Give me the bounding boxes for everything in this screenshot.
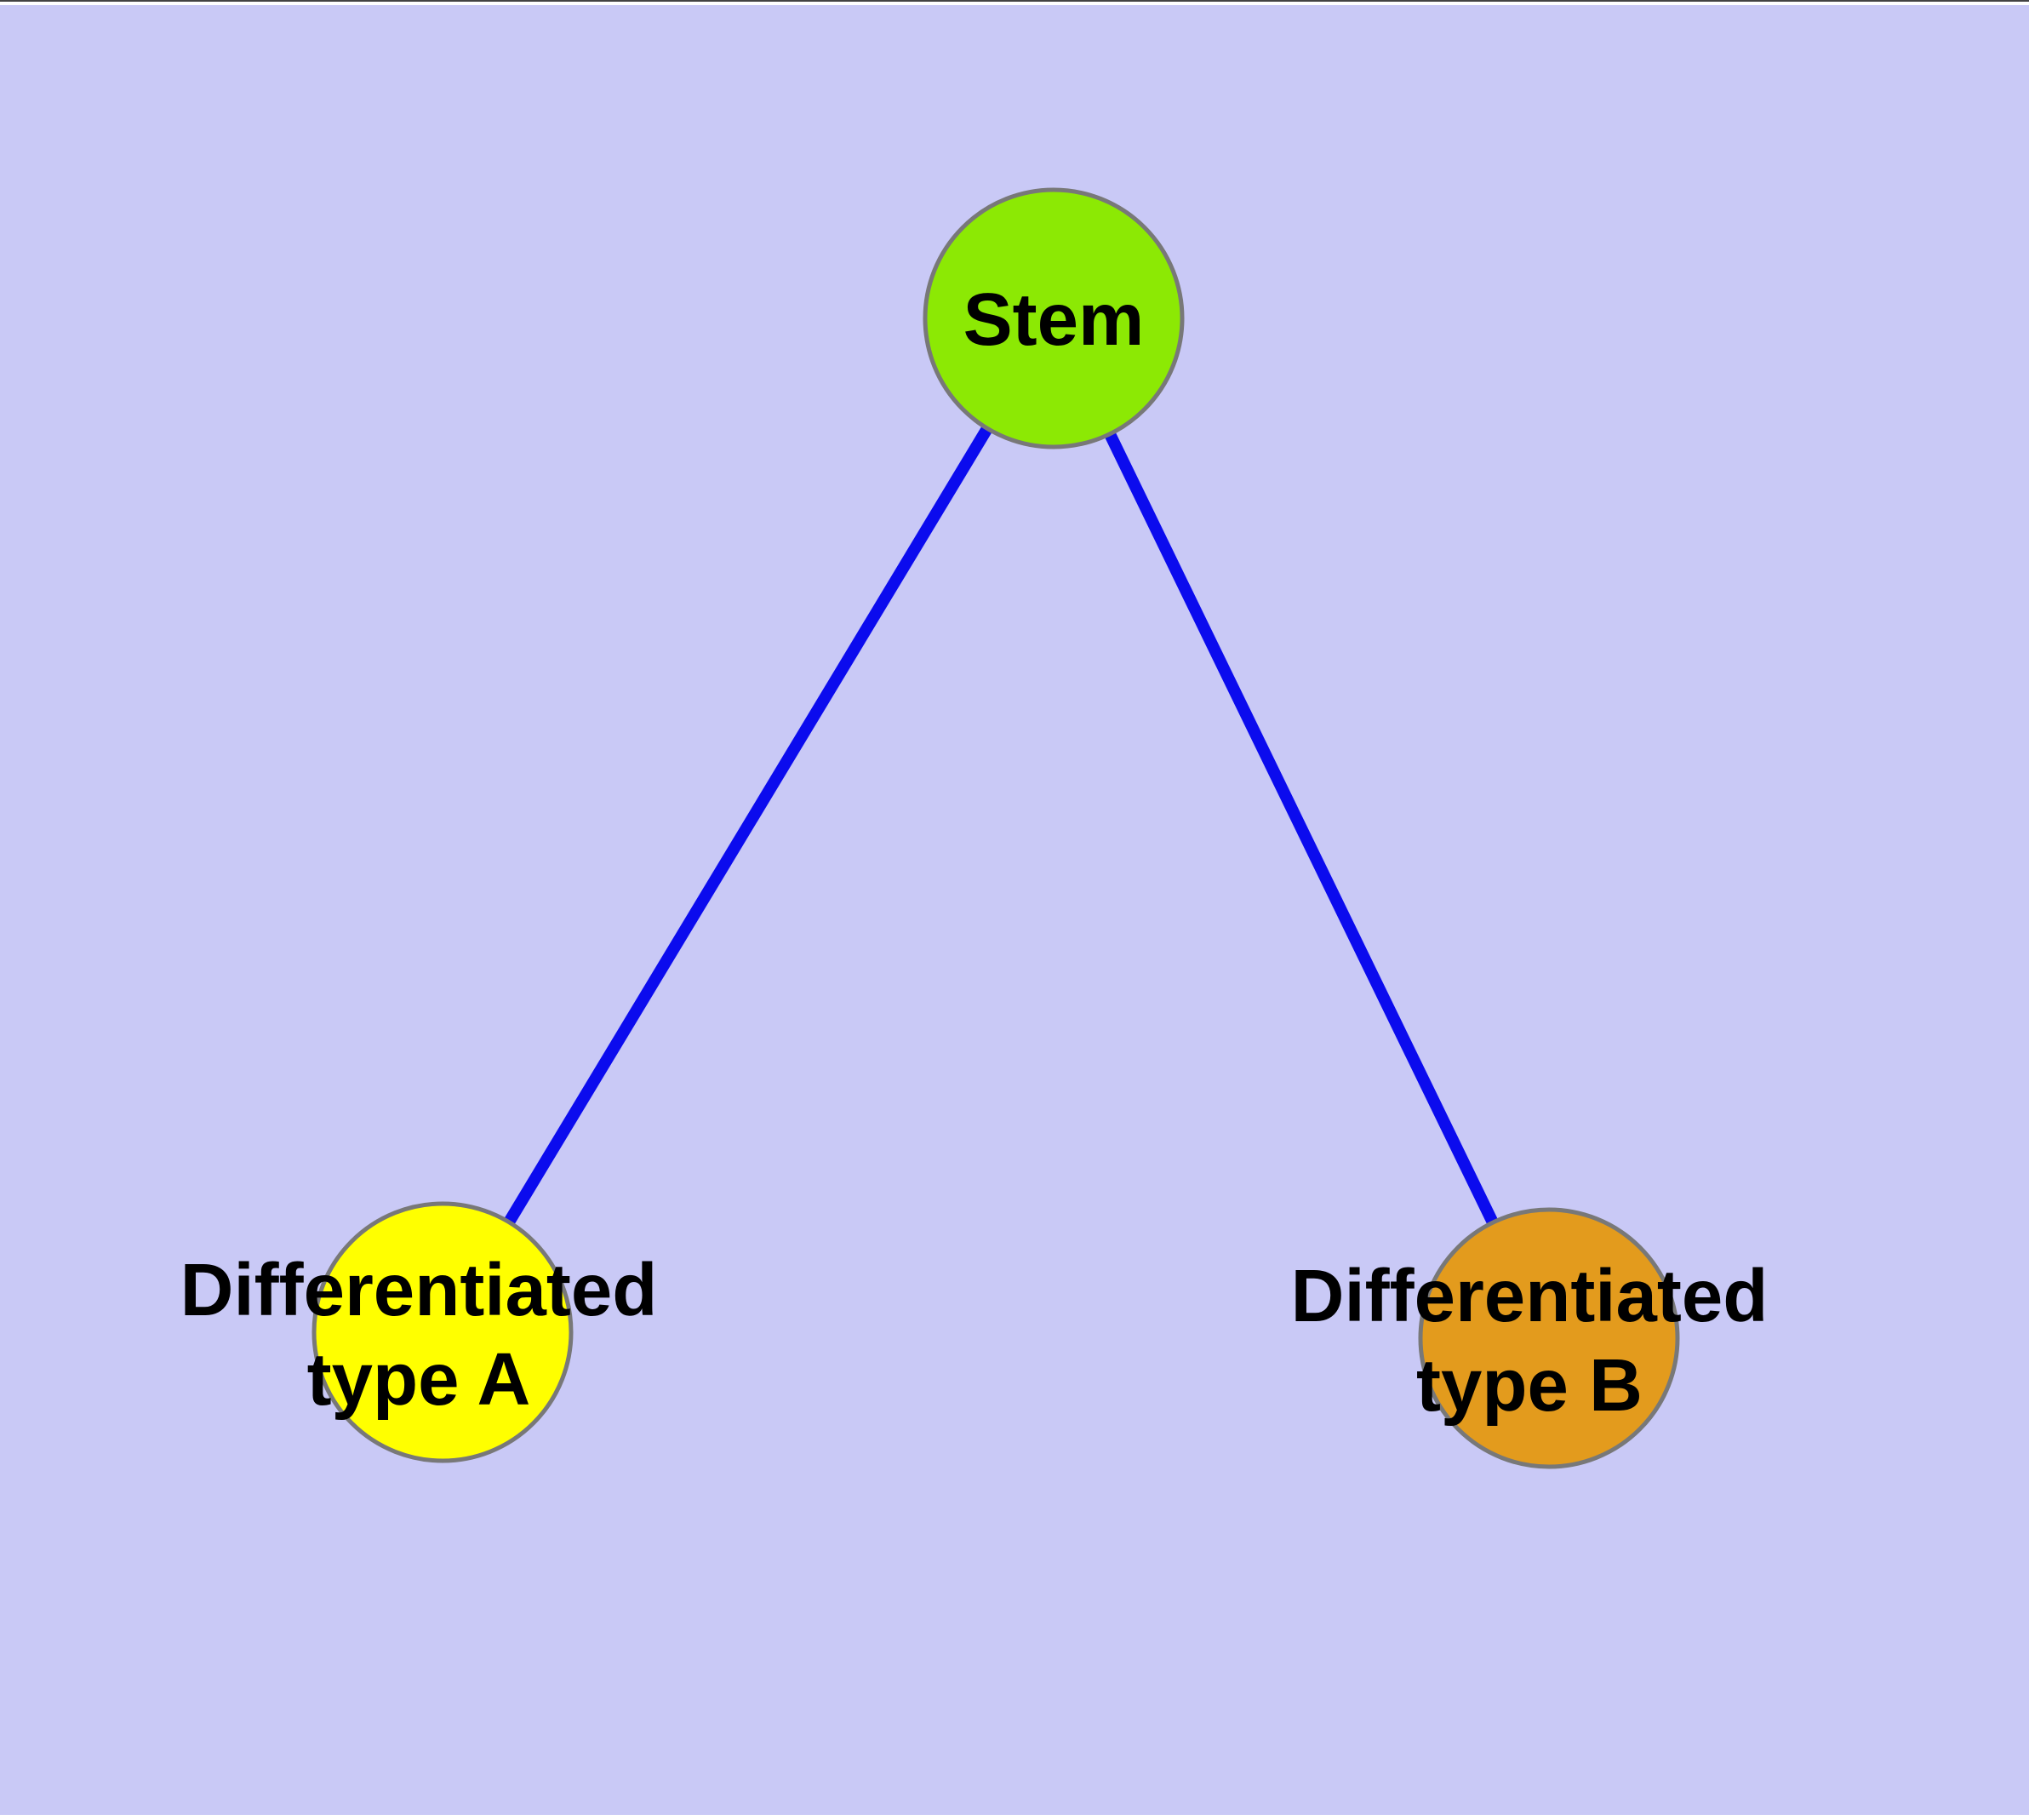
- node-type-a-label-line1: Differentiated: [180, 1249, 658, 1331]
- node-stem-label: Stem: [963, 278, 1145, 361]
- node-differentiated-type-b: [1418, 1207, 1680, 1469]
- edge-stem-to-type-a: [437, 315, 1059, 1336]
- node-type-a-label-line2: type A: [307, 1338, 531, 1421]
- top-border-line: [0, 0, 2029, 2]
- node-differentiated-type-a: [311, 1201, 574, 1463]
- node-type-b-label-line1: Differentiated: [1291, 1255, 1769, 1337]
- node-type-b-label-line2: type B: [1416, 1344, 1643, 1427]
- node-stem: [923, 187, 1185, 449]
- edge-stem-to-type-b: [1048, 315, 1555, 1342]
